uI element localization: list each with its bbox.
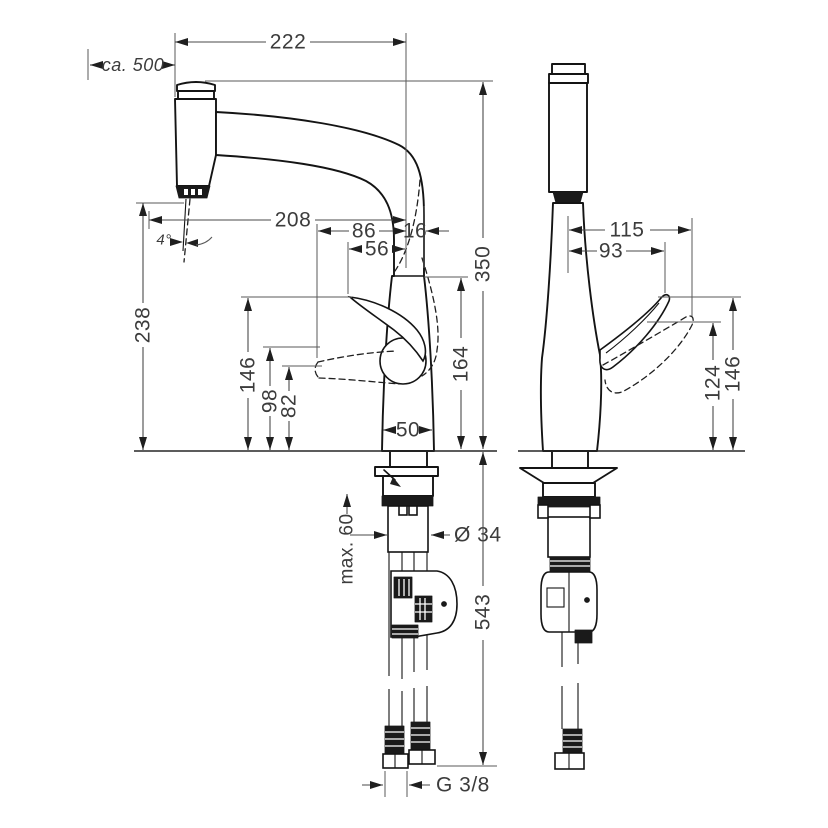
dim-115: 115 (569, 219, 691, 242)
dim-146-front: 146 (722, 298, 745, 450)
body-front (539, 202, 603, 452)
mounting-shank-front (547, 516, 591, 558)
dim-label-50: 50 (396, 419, 420, 442)
dim-label-g38: G 3/8 (436, 774, 490, 797)
dim-label-max60: max. 60 (337, 513, 358, 584)
dim-label-124: 124 (702, 365, 725, 402)
base-escutcheon-front (519, 450, 618, 573)
dim-label-16: 16 (403, 220, 427, 243)
hose-connectors-side (382, 721, 436, 769)
dim-label-98: 98 (259, 389, 282, 413)
dim-label-208: 208 (275, 209, 312, 232)
valve-unit-front (540, 571, 598, 644)
spray-head-front (548, 63, 589, 204)
dim-label-350: 350 (472, 246, 495, 283)
dim-label-4deg: 4° (156, 232, 171, 249)
dim-82: 82 (278, 367, 301, 450)
hidden-hose-curve (394, 179, 421, 272)
dim-label-56: 56 (365, 238, 389, 261)
dim-hose-extension: ca. 500 (90, 55, 175, 75)
check-valve-unit (390, 570, 458, 639)
dim-label-146-front: 146 (722, 356, 745, 393)
dim-label-222: 222 (270, 31, 307, 54)
spray-stream (182, 198, 191, 263)
handle-swing-arc (421, 257, 439, 377)
spout-and-body (215, 111, 435, 452)
dim-spray-angle: 4° (156, 232, 213, 249)
faucet-side-view (134, 81, 497, 769)
dim-98: 98 (259, 348, 282, 450)
handle-alt-front (602, 315, 694, 394)
dim-16: 16 (403, 220, 449, 243)
pullout-spray-head (174, 81, 217, 199)
dim-label-ca500: ca. 500 (102, 55, 165, 75)
dim-164: 164 (450, 278, 473, 449)
dim-86: 86 (318, 220, 406, 243)
faucet-front-view (518, 63, 745, 770)
mounting-shank (387, 505, 429, 553)
dim-label-543: 543 (472, 594, 495, 631)
extension-lines (87, 33, 741, 797)
dim-238: 238 (132, 203, 155, 450)
dim-146-side: 146 (237, 298, 260, 450)
dim-label-238: 238 (132, 307, 155, 344)
dimension-annotations: 222 ca. 500 208 86 16 56 (87, 31, 745, 797)
dim-label-93: 93 (599, 240, 623, 263)
dim-93: 93 (569, 240, 664, 263)
handle-lever (347, 295, 427, 363)
dim-543: 543 (472, 452, 495, 765)
dim-spout-reach: 222 (175, 31, 406, 54)
dim-label-dia34: Ø 34 (454, 524, 502, 547)
dim-350: 350 (472, 82, 495, 449)
dim-dia34: Ø 34 (350, 524, 502, 547)
dim-thread-g38: G 3/8 (362, 774, 490, 797)
dim-50: 50 (383, 419, 432, 442)
dim-label-115: 115 (610, 219, 645, 242)
base-escutcheon-side (374, 450, 439, 553)
dim-label-86: 86 (352, 220, 376, 243)
dim-56: 56 (349, 238, 405, 261)
aerator-front (552, 191, 584, 204)
dim-label-146-side: 146 (237, 357, 260, 394)
dim-max60: max. 60 (337, 494, 358, 585)
dim-208: 208 (149, 209, 406, 232)
handle-lever-front (599, 293, 671, 371)
dim-label-164: 164 (450, 346, 473, 383)
handle-lever-alt-position (314, 350, 400, 385)
hose-front (554, 632, 585, 770)
dim-label-82: 82 (278, 394, 301, 418)
dim-124: 124 (702, 323, 725, 450)
